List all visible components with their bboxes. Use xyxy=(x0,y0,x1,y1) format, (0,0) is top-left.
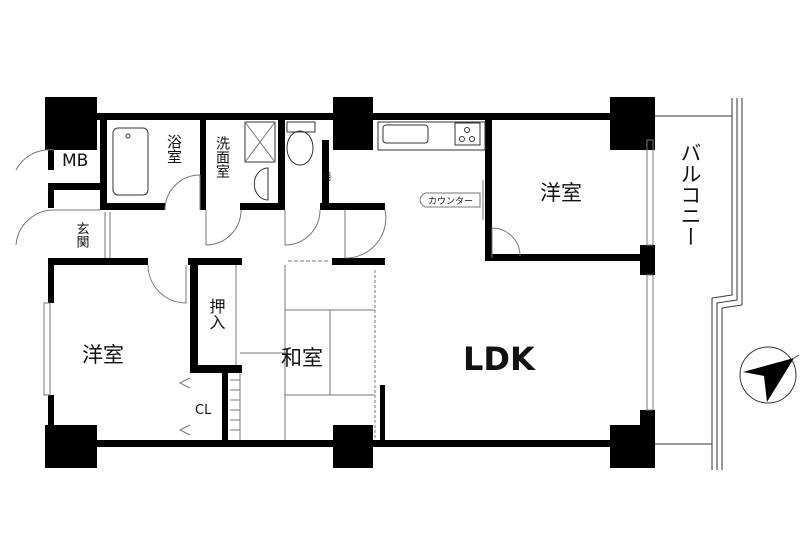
north-arrow-icon xyxy=(739,346,800,404)
room-label-japanese: 和室 xyxy=(281,346,323,370)
room-label-bath: 浴室 xyxy=(165,134,183,164)
room-label-mb: MB xyxy=(62,151,88,171)
fixtures xyxy=(15,98,743,470)
room-label-entrance: 玄関 xyxy=(74,222,90,249)
room-label-cl: CL xyxy=(195,403,212,418)
pillars xyxy=(45,97,655,468)
room-label-western-left: 洋室 xyxy=(82,343,124,367)
room-label-ldk: LDK xyxy=(463,340,536,378)
room-label-washroom: 洗面室 xyxy=(214,136,230,178)
room-label-shelf: 棚 xyxy=(322,171,331,183)
room-label-western-right: 洋室 xyxy=(540,181,582,205)
room-label-counter: カウンター xyxy=(428,196,473,207)
room-label-oshiire: 押入 xyxy=(207,298,226,330)
walls xyxy=(45,113,655,447)
room-label-balcony: バルコニー xyxy=(678,142,702,247)
